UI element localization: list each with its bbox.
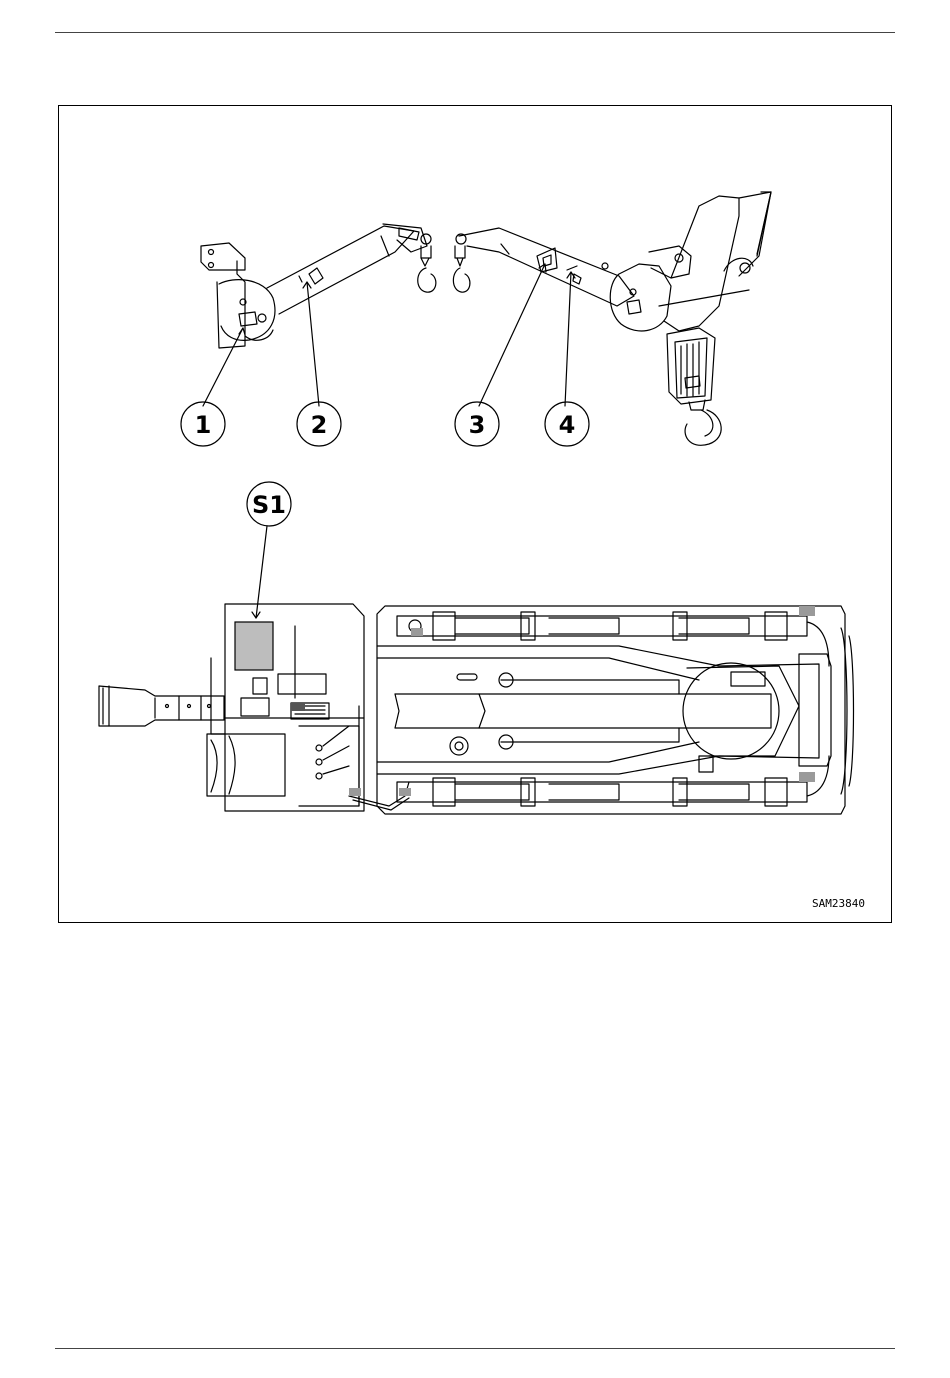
callout-s1-label: S1	[252, 491, 286, 519]
figure-code: SAM23840	[812, 897, 865, 910]
machine-top-view	[99, 604, 854, 814]
figure-frame: 1 2 3 4 S1 SAM23840	[58, 105, 892, 923]
jib-side-view-left	[201, 224, 436, 348]
panel-switch-block	[291, 703, 305, 711]
top-leaders	[203, 264, 575, 406]
callout-2-label: 2	[311, 411, 328, 439]
jib-side-view-right	[453, 192, 771, 445]
outrigger-label-right-bottom	[799, 772, 815, 782]
header-rule	[55, 32, 895, 33]
callout-1-label: 1	[195, 411, 212, 439]
callout-3-label: 3	[469, 411, 486, 439]
outrigger-label-bottom-2	[399, 788, 411, 796]
crane-diagram: 1 2 3 4 S1 SAM23840	[59, 106, 893, 924]
outrigger-label-top	[411, 628, 423, 636]
footer-rule	[55, 1348, 895, 1349]
outrigger-label-bottom	[349, 788, 361, 796]
outrigger-label-right-top	[799, 606, 815, 616]
s1-label-area	[235, 622, 273, 670]
callout-4-label: 4	[559, 411, 576, 439]
